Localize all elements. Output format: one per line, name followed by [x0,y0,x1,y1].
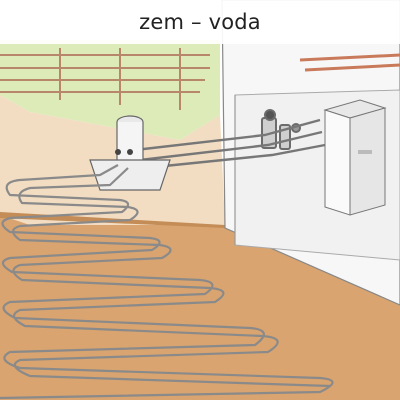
heat-pump-unit [323,99,387,216]
collector-shaft [89,115,171,191]
supply-pipes [134,118,326,170]
garden-fence [0,48,210,110]
title-bar: zem – voda [0,0,400,44]
page-title: zem – voda [139,10,261,34]
lawn-surface [0,40,220,140]
soil-face [0,95,30,225]
ceiling-pipes [299,53,400,72]
ground-collector-loop [0,164,334,400]
